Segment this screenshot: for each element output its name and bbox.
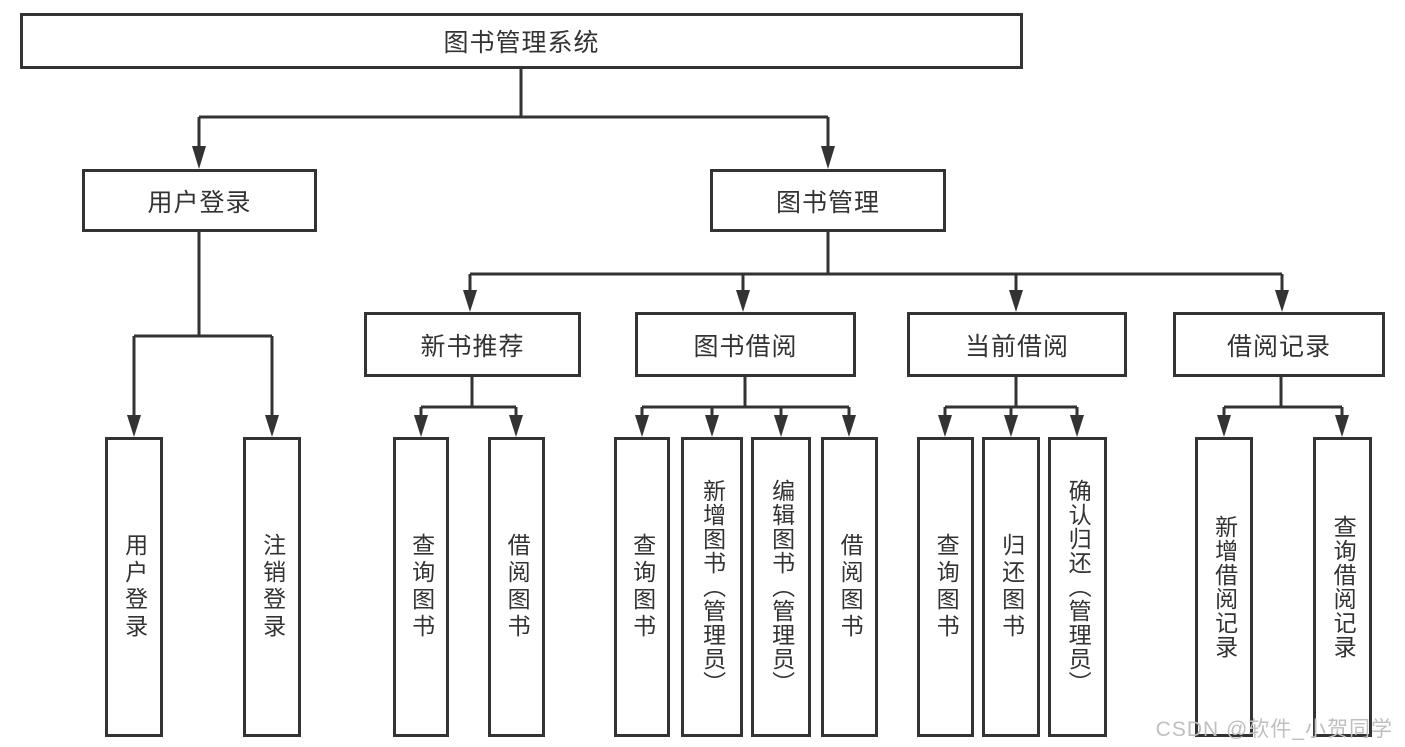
leaf-borrow-books-label: 借阅图书 (837, 533, 864, 641)
leaf-borrow-query-books-label: 查询图书 (629, 533, 656, 641)
connector-current-borrow-branch (938, 377, 1084, 437)
leaf-query-borrow-record: 查询借阅记录 (1313, 437, 1372, 737)
leaf-query-borrow-record-label: 查询借阅记录 (1330, 515, 1357, 659)
leaf-add-borrow-record: 新增借阅记录 (1195, 437, 1253, 737)
leaf-confirm-return-admin: 确认归还（管理员） (1048, 437, 1107, 737)
node-current-borrow: 当前借阅 (907, 312, 1127, 377)
leaf-edit-books-admin: 编辑图书（管理员） (751, 437, 811, 737)
csdn-watermark: CSDN @软件_小贺同学 (1155, 718, 1393, 741)
leaf-borrow-query-books: 查询图书 (614, 437, 670, 737)
leaf-add-books-admin: 新增图书（管理员） (681, 437, 743, 737)
node-book-borrow: 图书借阅 (635, 312, 856, 377)
leaf-return-books: 归还图书 (982, 437, 1040, 737)
node-new-book-recommend: 新书推荐 (364, 312, 581, 377)
leaf-add-books-admin-label: 新增图书（管理员） (699, 479, 726, 695)
node-root-system-label: 图书管理系统 (443, 29, 600, 57)
leaf-user-login-label: 用户登录 (121, 533, 148, 641)
leaf-confirm-return-admin-label: 确认归还（管理员） (1065, 479, 1092, 695)
node-book-management-label: 图书管理 (775, 188, 880, 217)
node-root-system: 图书管理系统 (20, 13, 1023, 69)
leaf-return-books-label: 归还图书 (998, 533, 1025, 641)
leaf-recommend-query-books: 查询图书 (393, 437, 449, 737)
connector-book-borrow-branch (635, 377, 856, 437)
leaf-logout-label: 注销登录 (259, 533, 286, 641)
node-borrow-record: 借阅记录 (1173, 312, 1385, 377)
leaf-recommend-borrow-books-label: 借阅图书 (504, 533, 531, 641)
node-current-borrow-label: 当前借阅 (964, 332, 1069, 361)
leaf-recommend-borrow-books: 借阅图书 (488, 437, 545, 737)
node-user-login: 用户登录 (82, 169, 317, 232)
node-user-login-label: 用户登录 (147, 188, 252, 217)
connector-borrow-record-branch (1217, 377, 1349, 437)
leaf-edit-books-admin-label: 编辑图书（管理员） (768, 479, 795, 695)
connector-user-login-branch (127, 232, 279, 437)
connector-root-to-level1 (192, 69, 835, 169)
connector-new-book-branch (414, 377, 523, 437)
leaf-logout: 注销登录 (243, 437, 301, 737)
leaf-current-query-books: 查询图书 (917, 437, 974, 737)
node-book-borrow-label: 图书借阅 (693, 332, 798, 361)
leaf-borrow-books: 借阅图书 (821, 437, 878, 737)
leaf-current-query-books-label: 查询图书 (933, 533, 960, 641)
leaf-add-borrow-record-label: 新增借阅记录 (1211, 515, 1238, 659)
node-book-management: 图书管理 (710, 169, 946, 232)
leaf-recommend-query-books-label: 查询图书 (408, 533, 435, 641)
node-new-book-recommend-label: 新书推荐 (420, 332, 525, 361)
connector-book-mgmt-to-level2 (463, 232, 1289, 312)
leaf-user-login: 用户登录 (105, 437, 163, 737)
node-borrow-record-label: 借阅记录 (1226, 332, 1331, 361)
